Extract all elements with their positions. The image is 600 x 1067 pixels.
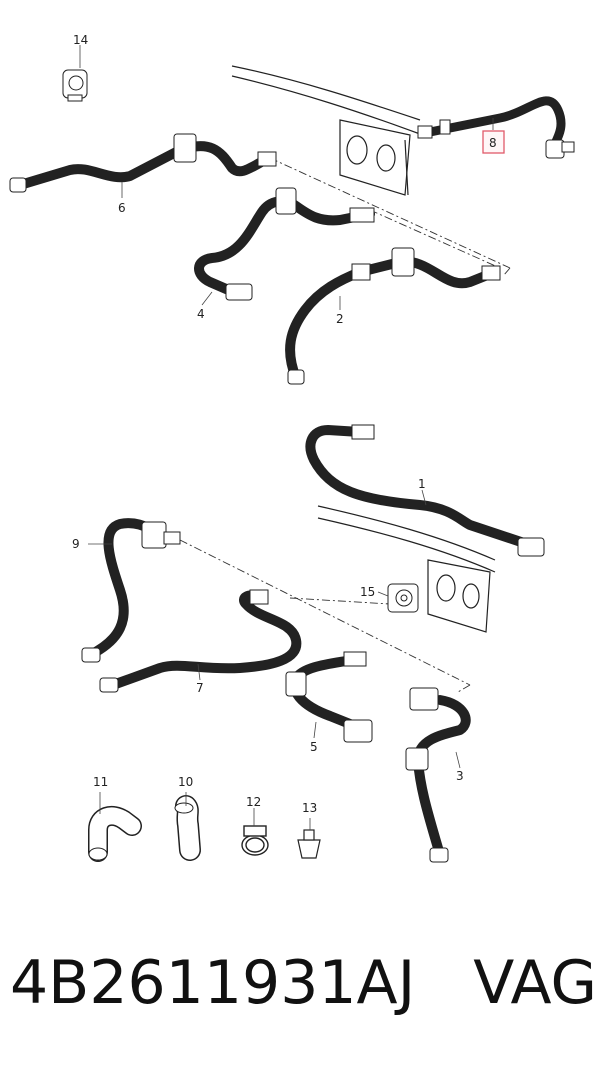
body-panel-upper xyxy=(231,65,421,196)
hose-part-5 xyxy=(285,651,373,743)
clip-part-14 xyxy=(62,69,88,102)
callout-6: 6 xyxy=(118,201,126,215)
callout-4: 4 xyxy=(197,307,205,321)
leader-lines-upper xyxy=(269,157,511,277)
hose-part-3 xyxy=(405,687,471,863)
callout-11: 11 xyxy=(93,775,108,789)
hose-part-9 xyxy=(81,518,181,663)
caption: 4B2611931AJ VAG xyxy=(10,938,597,1028)
callout-15: 15 xyxy=(360,585,375,599)
hose-part-1 xyxy=(305,424,545,557)
callout-10: 10 xyxy=(178,775,193,789)
clip-part-15 xyxy=(387,583,419,613)
callout-2: 2 xyxy=(336,312,344,326)
hose-part-8 xyxy=(417,96,575,159)
callout-9: 9 xyxy=(72,537,80,551)
leader-lines-lower xyxy=(179,539,471,693)
callout-14: 14 xyxy=(73,33,88,47)
callout-5: 5 xyxy=(310,740,318,754)
callout-8-highlight: 8 xyxy=(482,130,505,154)
callout-3: 3 xyxy=(456,769,464,783)
callout-8: 8 xyxy=(489,136,497,150)
hose-part-2 xyxy=(285,247,501,385)
hose-part-4 xyxy=(194,187,375,301)
callout-13: 13 xyxy=(302,801,317,815)
part-number: 4B2611931AJ xyxy=(10,948,416,1018)
callout-12: 12 xyxy=(246,795,261,809)
brand-name: VAG xyxy=(473,948,597,1018)
hose-part-6 xyxy=(9,133,277,193)
callout-1: 1 xyxy=(418,477,426,491)
body-panel-lower xyxy=(317,505,496,633)
part-10-elbow xyxy=(174,795,201,861)
part-13-clip xyxy=(297,829,321,859)
part-11-elbow xyxy=(88,805,142,862)
part-12-hose-clamp xyxy=(241,825,269,856)
callout-7: 7 xyxy=(196,681,204,695)
parts-diagram: 14 6 4 2 8 1 9 15 7 5 3 11 10 12 13 xyxy=(9,33,575,863)
hose-part-7 xyxy=(99,589,302,693)
